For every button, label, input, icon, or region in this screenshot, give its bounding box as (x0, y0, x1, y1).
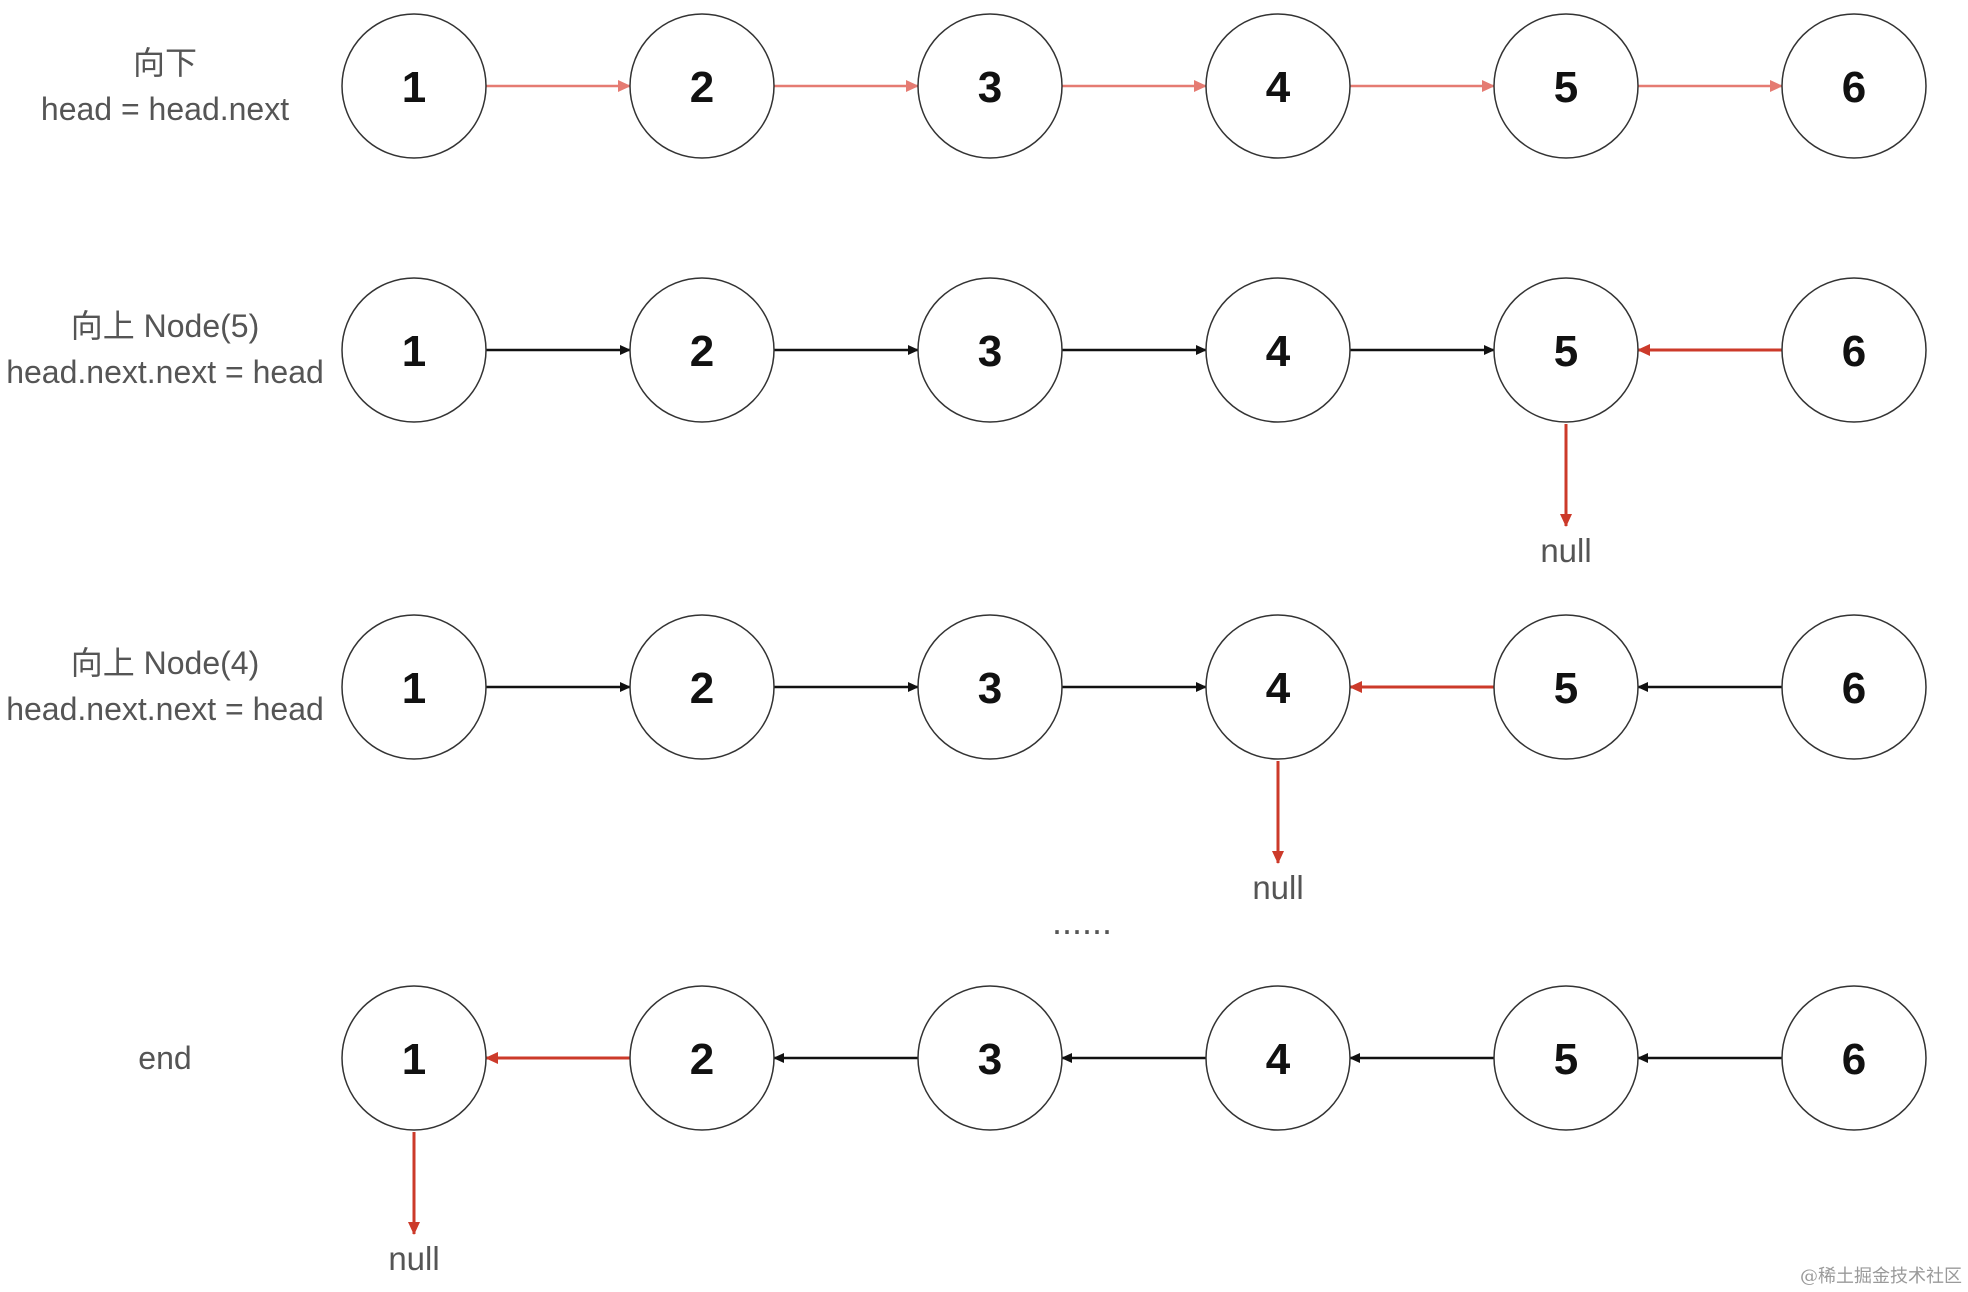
row-label-line: head.next.next = head (6, 354, 324, 390)
node-value: 5 (1554, 63, 1578, 112)
row-label-line: 向上 Node(4) (70, 645, 260, 681)
node-circle (917, 277, 1063, 423)
node-up-node5-2: 2 (629, 277, 775, 423)
node-circle (917, 985, 1063, 1131)
node-value: 2 (690, 1035, 714, 1084)
node-circle (341, 614, 487, 760)
node-value: 1 (402, 664, 426, 713)
node-up-node4-3: 3 (917, 614, 1063, 760)
node-value: 3 (978, 63, 1002, 112)
row-label-line: head.next.next = head (6, 691, 324, 727)
node-down-1: 1 (341, 13, 487, 159)
null-label-up-node5: null (1540, 532, 1591, 569)
node-circle (1781, 13, 1927, 159)
node-value: 1 (402, 327, 426, 376)
node-down-5: 5 (1493, 13, 1639, 159)
null-layer: null null null (388, 424, 1592, 1277)
node-down-4: 4 (1205, 13, 1351, 159)
node-circle (1205, 985, 1351, 1131)
row-label-line: 向上 Node(5) (70, 308, 260, 344)
node-end-6: 6 (1781, 985, 1927, 1131)
node-value: 1 (402, 63, 426, 112)
node-circle (1205, 277, 1351, 423)
node-value: 3 (978, 664, 1002, 713)
node-circle (629, 13, 775, 159)
row-label-line: end (138, 1040, 192, 1076)
node-up-node4-6: 6 (1781, 614, 1927, 760)
node-up-node4-4: 4 (1205, 614, 1351, 760)
node-circle (1781, 614, 1927, 760)
node-circle (1781, 985, 1927, 1131)
node-up-node4-5: 5 (1493, 614, 1639, 760)
node-end-2: 2 (629, 985, 775, 1131)
row-label-down: 向下 head = head.next (0, 40, 330, 132)
row-label-line: head = head.next (40, 91, 290, 127)
node-circle (917, 13, 1063, 159)
node-value: 4 (1266, 1035, 1291, 1084)
node-down-3: 3 (917, 13, 1063, 159)
null-label-end: null (388, 1240, 439, 1277)
node-value: 1 (402, 1035, 426, 1084)
node-circle (629, 985, 775, 1131)
node-circle (1493, 277, 1639, 423)
node-value: 6 (1842, 327, 1866, 376)
node-value: 4 (1266, 664, 1291, 713)
node-circle (629, 614, 775, 760)
node-up-node5-6: 6 (1781, 277, 1927, 423)
row-label-end: end (0, 1035, 330, 1081)
node-circle (917, 614, 1063, 760)
node-circle (1205, 614, 1351, 760)
node-circle (1493, 985, 1639, 1131)
node-value: 4 (1266, 327, 1291, 376)
node-value: 6 (1842, 1035, 1866, 1084)
ellipsis: ...... (1052, 901, 1112, 942)
node-circle (341, 985, 487, 1131)
node-circle (629, 277, 775, 423)
node-up-node4-1: 1 (341, 614, 487, 760)
node-value: 5 (1554, 327, 1578, 376)
node-value: 2 (690, 664, 714, 713)
node-value: 2 (690, 327, 714, 376)
node-down-2: 2 (629, 13, 775, 159)
node-circle (341, 13, 487, 159)
node-up-node5-4: 4 (1205, 277, 1351, 423)
node-value: 5 (1554, 1035, 1578, 1084)
node-up-node5-3: 3 (917, 277, 1063, 423)
node-up-node5-5: 5 (1493, 277, 1639, 423)
node-circle (341, 277, 487, 423)
node-value: 2 (690, 63, 714, 112)
nodes-layer: 1 2 3 4 5 6 1 2 3 4 5 6 1 2 3 4 5 6 1 2 3 4 5 6 (341, 13, 1927, 1131)
node-value: 4 (1266, 63, 1291, 112)
row-label-up-node4: 向上 Node(4) head.next.next = head (0, 640, 330, 732)
node-value: 5 (1554, 664, 1578, 713)
row-label-up-node5: 向上 Node(5) head.next.next = head (0, 303, 330, 395)
node-up-node4-2: 2 (629, 614, 775, 760)
node-circle (1781, 277, 1927, 423)
row-label-line: 向下 (132, 45, 197, 81)
node-value: 6 (1842, 63, 1866, 112)
node-circle (1205, 13, 1351, 159)
links-layer (485, 80, 1783, 1064)
node-end-5: 5 (1493, 985, 1639, 1131)
node-end-3: 3 (917, 985, 1063, 1131)
node-up-node5-1: 1 (341, 277, 487, 423)
null-label-up-node4: null (1252, 869, 1303, 906)
watermark: @稀土掘金技术社区 (1800, 1266, 1962, 1287)
node-circle (1493, 13, 1639, 159)
node-circle (1493, 614, 1639, 760)
node-end-4: 4 (1205, 985, 1351, 1131)
node-down-6: 6 (1781, 13, 1927, 159)
node-value: 3 (978, 327, 1002, 376)
node-end-1: 1 (341, 985, 487, 1131)
node-value: 6 (1842, 664, 1866, 713)
node-value: 3 (978, 1035, 1002, 1084)
